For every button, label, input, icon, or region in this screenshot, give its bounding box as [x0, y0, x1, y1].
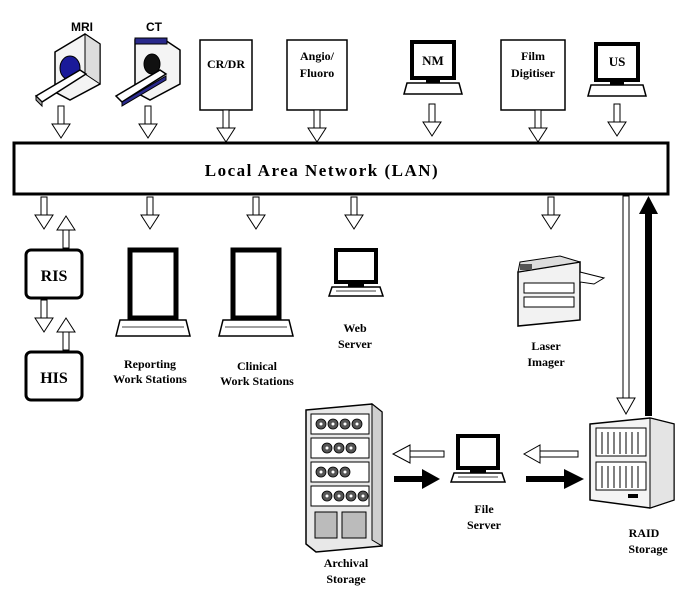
- ris-to-lan-arrow: [56, 215, 76, 249]
- film-digitiser-box: [500, 39, 566, 111]
- file-server-to-raid-solid-arrow: [526, 469, 584, 489]
- us-workstation-icon: [587, 42, 647, 97]
- raid-label-line1: RAID: [629, 526, 660, 540]
- file-server-to-archive-hollow-arrow: [391, 444, 445, 464]
- angio-label-line1: Angio/: [300, 49, 335, 63]
- ct-scanner-icon: [114, 37, 181, 107]
- lan-to-raid-arrow: [616, 195, 636, 416]
- file-label-line2: Server: [467, 518, 502, 532]
- crdr-label: CR/DR: [207, 57, 245, 71]
- film-label-line1: Film: [521, 49, 545, 63]
- archival-storage-icon: [305, 402, 383, 553]
- mri-scanner-icon: [34, 33, 101, 108]
- laser-label-line1: Laser: [531, 339, 561, 353]
- file-server-icon: [449, 434, 507, 484]
- raid-storage-icon: [589, 417, 675, 509]
- archival-label-line2: Storage: [326, 572, 366, 586]
- us-label: US: [609, 54, 626, 69]
- angio-label-line2: Fluoro: [300, 66, 334, 80]
- laser-imager-icon: [517, 255, 606, 327]
- crdr-box: [199, 39, 253, 111]
- archive-to-file-server-solid-arrow: [394, 469, 440, 489]
- nm-label: NM: [422, 53, 444, 68]
- reporting-label-line1: Reporting: [124, 357, 176, 371]
- ris-box: [24, 248, 84, 300]
- web-label-line1: Web: [343, 321, 367, 335]
- raid-to-file-server-hollow-arrow: [522, 444, 579, 464]
- ct-label: CT: [146, 20, 163, 34]
- reporting-workstation-icon: [115, 247, 191, 337]
- laser-label-line2: Imager: [527, 355, 565, 369]
- film-label-line2: Digitiser: [511, 66, 556, 80]
- file-label-line1: File: [474, 502, 494, 516]
- clinical-workstation-icon: [218, 247, 294, 337]
- lan-label: Local Area Network (LAN): [205, 161, 439, 180]
- mri-label: MRI: [71, 20, 93, 34]
- web-server-icon: [327, 248, 385, 298]
- ris-label: RIS: [41, 268, 68, 285]
- raid-to-lan-arrow: [639, 196, 658, 416]
- clinical-label-line2: Work Stations: [220, 374, 294, 388]
- nm-workstation-icon: [403, 40, 463, 95]
- his-label: HIS: [40, 370, 68, 387]
- his-to-ris-arrow: [56, 317, 76, 351]
- reporting-label-line2: Work Stations: [113, 372, 187, 386]
- raid-label-line2: Storage: [628, 542, 668, 556]
- lan-bar: [12, 141, 670, 196]
- archival-label-line1: Archival: [324, 556, 369, 570]
- his-box: [24, 350, 84, 402]
- web-label-line2: Server: [338, 337, 373, 351]
- clinical-label-line1: Clinical: [237, 359, 278, 373]
